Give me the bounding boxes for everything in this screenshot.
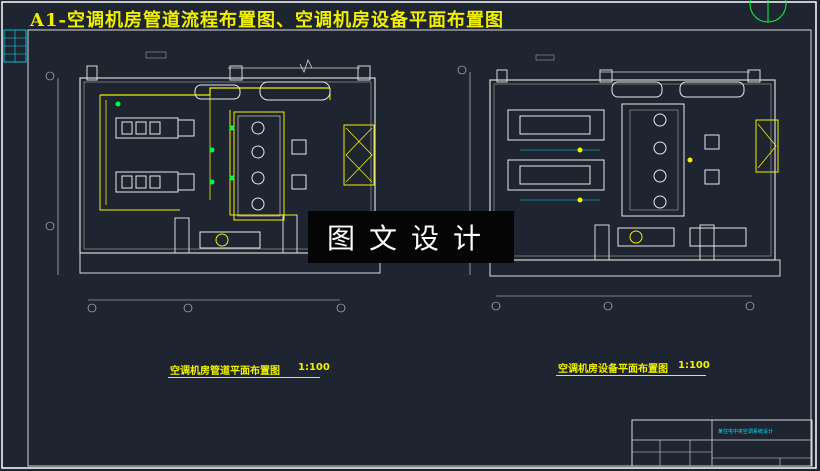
right-caption-underline xyxy=(556,375,706,376)
right-drawing-scale: 1:100 xyxy=(678,360,710,371)
title-block-project-name: 某住宅中央空调系统设计 xyxy=(718,429,774,435)
left-caption-underline xyxy=(168,377,320,378)
title-block xyxy=(631,419,813,467)
left-drawing-caption: 空调机房管道平面布置图 xyxy=(170,366,280,377)
right-floor-plan xyxy=(457,54,781,311)
drawing-title: A1-空调机房管道流程布置图、空调机房设备平面布置图 xyxy=(30,10,504,31)
left-drawing-scale: 1:100 xyxy=(298,362,330,373)
inner-border xyxy=(27,29,812,467)
watermark-overlay: 图文设计 xyxy=(308,211,514,263)
right-drawing-caption: 空调机房设备平面布置图 xyxy=(558,364,668,375)
left-floor-plan xyxy=(45,51,381,313)
